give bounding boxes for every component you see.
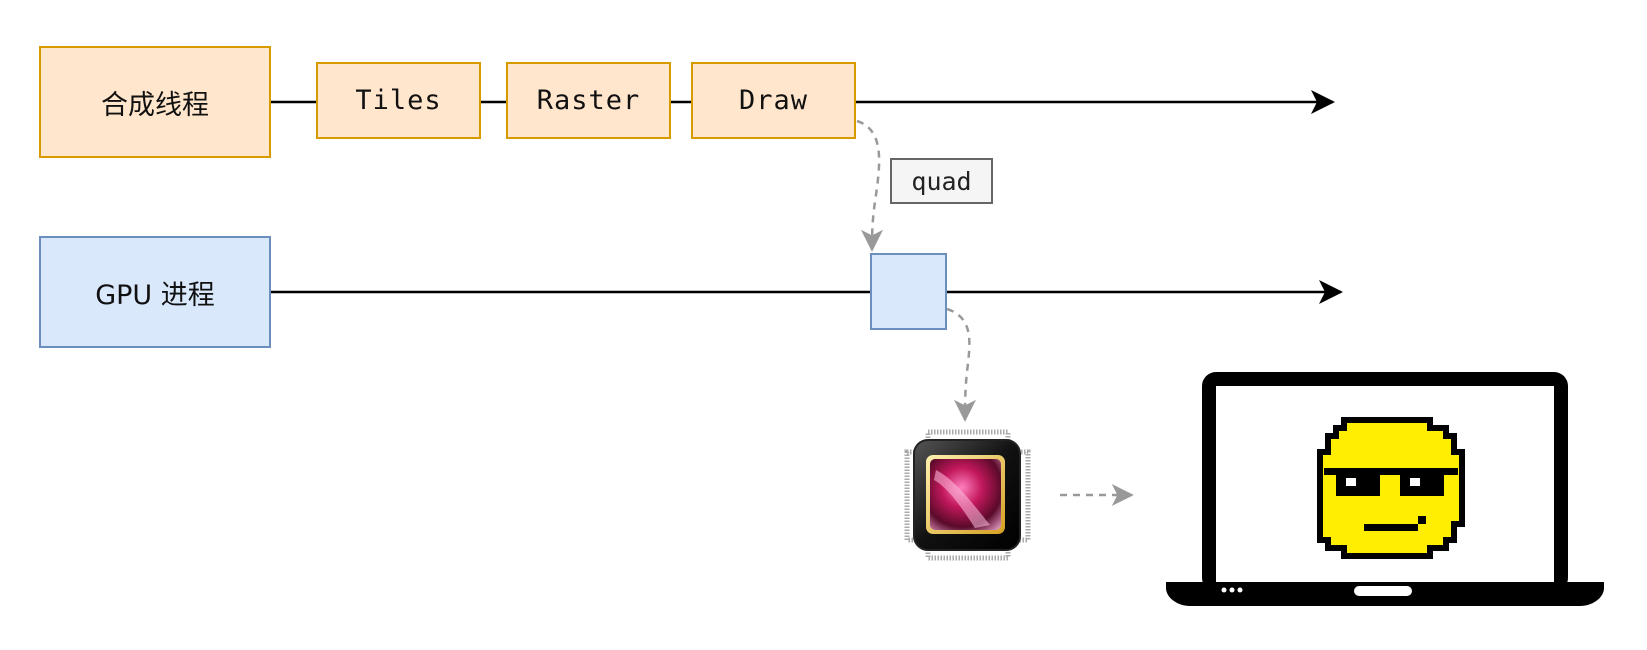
step-tiles-box: Tiles [316,62,481,139]
step-draw-box: Draw [691,62,856,139]
smiley-face [1317,417,1465,559]
sunglasses-smiley-icon [1317,417,1465,559]
step-raster-label: Raster [536,85,641,116]
smiley-lens-right [1400,468,1444,496]
chip-core [930,459,1001,530]
gpu-task-box [870,253,947,330]
chip-pins-right [1015,449,1031,543]
smiley-lens-left-shine [1346,478,1356,486]
draw-to-gpu-dashed-arrow [856,119,884,252]
smiley-mouth [1364,524,1418,531]
gpu-chip-icon [904,429,1031,561]
laptop-led-3 [1237,587,1243,593]
step-raster-box: Raster [506,62,671,139]
quad-label-text: quad [911,166,972,196]
compositor-thread-label: 合成线程 [101,89,209,121]
laptop-led-2 [1229,587,1235,593]
laptop-icon [1166,372,1604,606]
smiley-mouth-corner [1418,516,1426,524]
step-tiles-label: Tiles [355,85,442,116]
smiley-lens-left [1336,468,1380,496]
compositor-thread-box: 合成线程 [39,46,271,158]
gpu-process-label: GPU 进程 [95,279,215,311]
gpu-process-box: GPU 进程 [39,236,271,348]
chip-core-highlight [934,470,990,528]
gpu-to-chip-dashed-arrow [946,307,977,422]
laptop-led-1 [1221,587,1227,593]
smiley-lens-right-shine [1410,478,1420,486]
laptop-base-notch [1354,586,1412,596]
quad-label: quad [890,158,993,204]
step-draw-label: Draw [738,85,809,116]
smiley-glasses-bar [1324,468,1458,475]
